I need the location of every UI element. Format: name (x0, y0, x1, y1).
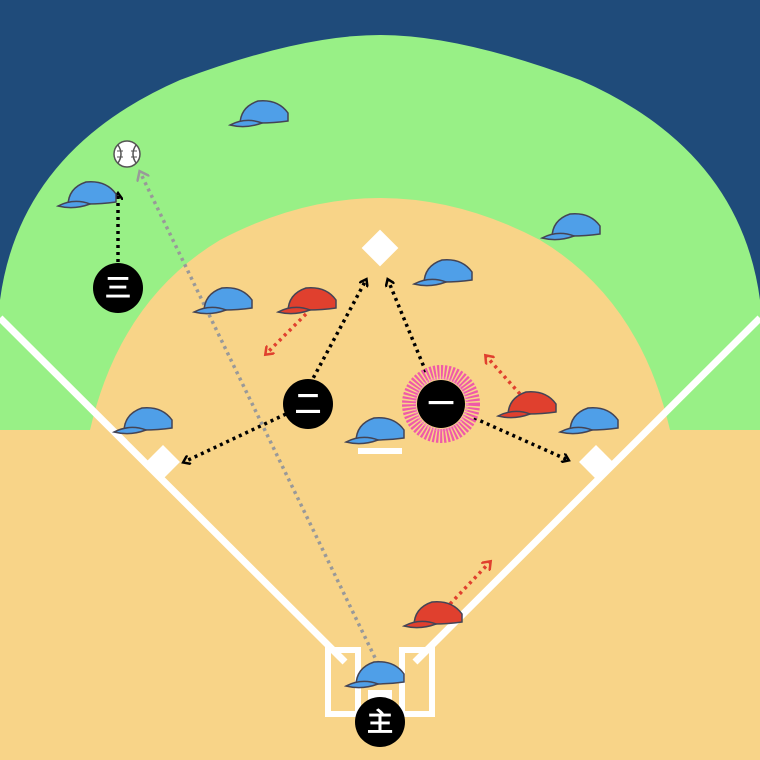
second-base-umpire: 二 (283, 379, 333, 429)
runner-second-arrow (266, 312, 308, 354)
highlight-ring-inner (413, 376, 469, 432)
second-umpire-to-third-base-arrow (184, 412, 287, 462)
second-base (361, 229, 399, 267)
first-base-umpire-label: 一 (428, 390, 454, 420)
first-base-umpire: 一 (417, 380, 465, 428)
home-plate-umpire-label: 主 (367, 708, 393, 738)
first-base-foul-line (412, 315, 760, 665)
batter-runner-arrow (448, 562, 490, 606)
baseball-icon (113, 140, 141, 168)
highlight-ring (402, 365, 480, 443)
first-umpire-to-second-base-arrow (388, 280, 428, 373)
infield-dirt (90, 198, 670, 430)
first-umpire-to-first-base-arrow (473, 416, 568, 460)
second-base-umpire-label: 二 (295, 390, 321, 420)
second-umpire-to-second-base-arrow (308, 280, 366, 385)
third-base-umpire-label: 三 (105, 274, 131, 304)
ball-path-arrow (140, 172, 380, 665)
third-base-foul-line (0, 315, 348, 665)
third-base-umpire: 三 (93, 263, 143, 313)
home-plate-umpire: 主 (355, 697, 405, 747)
runner-first-arrow (486, 356, 522, 396)
pitcher-rubber (358, 448, 402, 454)
